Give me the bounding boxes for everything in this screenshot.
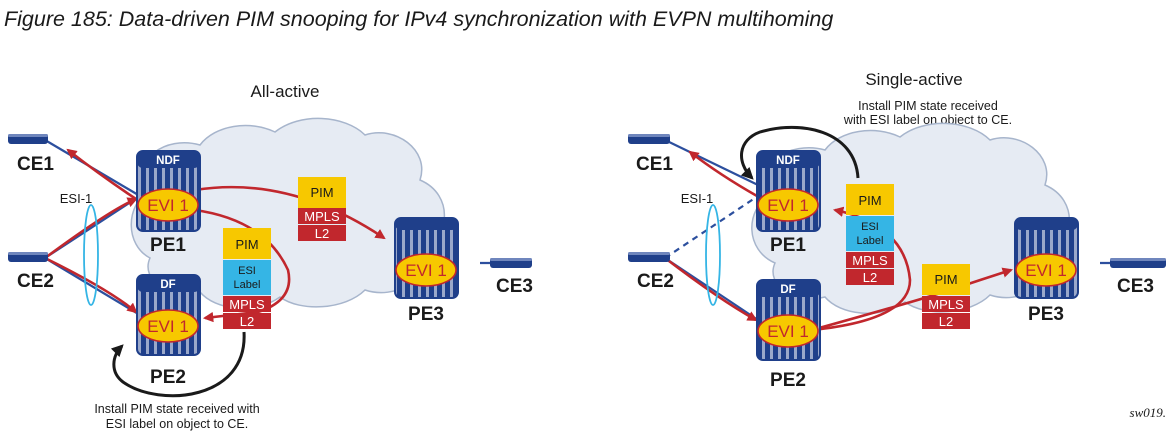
panel-single-active: Single-active Install PIM state received… [628,70,1166,391]
ce1-label-single: CE1 [636,154,673,175]
ce2-label: CE2 [17,271,54,292]
note-line-1: Install PIM state received with [94,402,259,416]
note-single-line-1: Install PIM state received [858,99,998,113]
figure-title: Figure 185: Data-driven PIM snooping for… [4,7,834,31]
stack-esi-label-single: ESI [861,221,879,233]
packet-stack-pim-esi-mpls-l2: PIM ESI Label MPLS L2 [223,228,271,329]
ce2-label-single: CE2 [637,271,674,292]
mode-label-all-active: All-active [251,82,320,101]
pe2-evi-ellipse [137,309,199,343]
pe1-ndf-badge-single: NDF [776,155,800,167]
pe1-router-single: NDF EVI 1 PE1 [756,150,821,256]
pe2-router-single: DF EVI 1 PE2 [756,279,821,391]
esi-1-ellipse-single [705,204,721,306]
stack-pim-label: PIM [310,185,333,200]
ce2-device: CE2 [8,252,54,292]
ce1-label: CE1 [17,154,54,175]
packet-stack-pim-mpls-l2: PIM MPLS L2 [298,177,346,241]
stack-mpls-label: MPLS [304,209,340,224]
esi-label-single: ESI-1 [681,191,714,206]
note-line-2: ESI label on object to CE. [106,417,248,431]
pe3-router-single: EVI 1 PE3 [1014,217,1079,325]
stack-bottom-l2-label: L2 [939,314,953,329]
pe2-evi-label: EVI 1 [147,317,189,336]
pe2-label: PE2 [150,367,186,388]
pe1-ndf-badge: NDF [156,155,180,167]
pe3-evi-label-single: EVI 1 [1025,261,1067,280]
packet-stack-pim-mpls-l2-single: PIM MPLS L2 [922,264,970,329]
pe3-label-single: PE3 [1028,304,1064,325]
ce3-device: CE3 [490,258,533,297]
pe3-evi-ellipse [395,253,457,287]
ce2-device-single: CE2 [628,252,674,292]
pe2-df-badge: DF [160,279,175,291]
pe3-label: PE3 [408,304,444,325]
mode-label-single-active: Single-active [865,70,962,89]
ce3-label-single: CE3 [1117,276,1154,297]
stack-esi-l2-label-single: L2 [863,270,877,285]
figure-credit: sw019. [1129,405,1166,420]
pe1-evi-ellipse [137,188,199,222]
ce1-device: CE1 [8,134,54,175]
stack-esi-label-2-single: Label [857,235,884,247]
stack-bottom-mpls-label: MPLS [928,297,964,312]
stack-esi-pim-label: PIM [235,237,258,252]
install-state-arrow [110,331,246,398]
ce3-label: CE3 [496,276,533,297]
stack-esi-label-2: Label [234,279,261,291]
pe2-router: DF EVI 1 PE2 [136,274,201,388]
stack-esi-label: ESI [238,265,256,277]
install-state-arrow-single [740,125,860,180]
traffic-arrows [44,148,386,323]
panel-all-active: All-active ESI-1 CE1 [8,82,533,431]
pe1-router: NDF EVI 1 PE1 [136,150,201,256]
ce3-device-single: CE3 [1110,258,1166,297]
stack-l2-label: L2 [315,226,329,241]
ce1-device-single: CE1 [628,134,673,175]
pe1-evi-label-single: EVI 1 [767,196,809,215]
packet-stack-pim-esi-mpls-l2-single: PIM ESI Label MPLS L2 [846,184,894,285]
note-single-line-2: with ESI label on object to CE. [843,113,1012,127]
pe1-evi-label: EVI 1 [147,196,189,215]
esi-label: ESI-1 [60,191,93,206]
stack-bottom-pim-label: PIM [934,272,957,287]
pe3-evi-label: EVI 1 [405,261,447,280]
stack-esi-l2-label: L2 [240,314,254,329]
stack-esi-pim-label-single: PIM [858,193,881,208]
pe2-df-badge-single: DF [780,284,795,296]
esi-1-ellipse [83,204,99,306]
stack-esi-mpls-label: MPLS [229,297,265,312]
pe2-evi-label-single: EVI 1 [767,322,809,341]
pe2-label-single: PE2 [770,370,806,391]
pe3-router: EVI 1 PE3 [394,217,459,325]
stack-esi-mpls-label-single: MPLS [852,253,888,268]
pe1-label-single: PE1 [770,235,806,256]
pe1-label: PE1 [150,235,186,256]
